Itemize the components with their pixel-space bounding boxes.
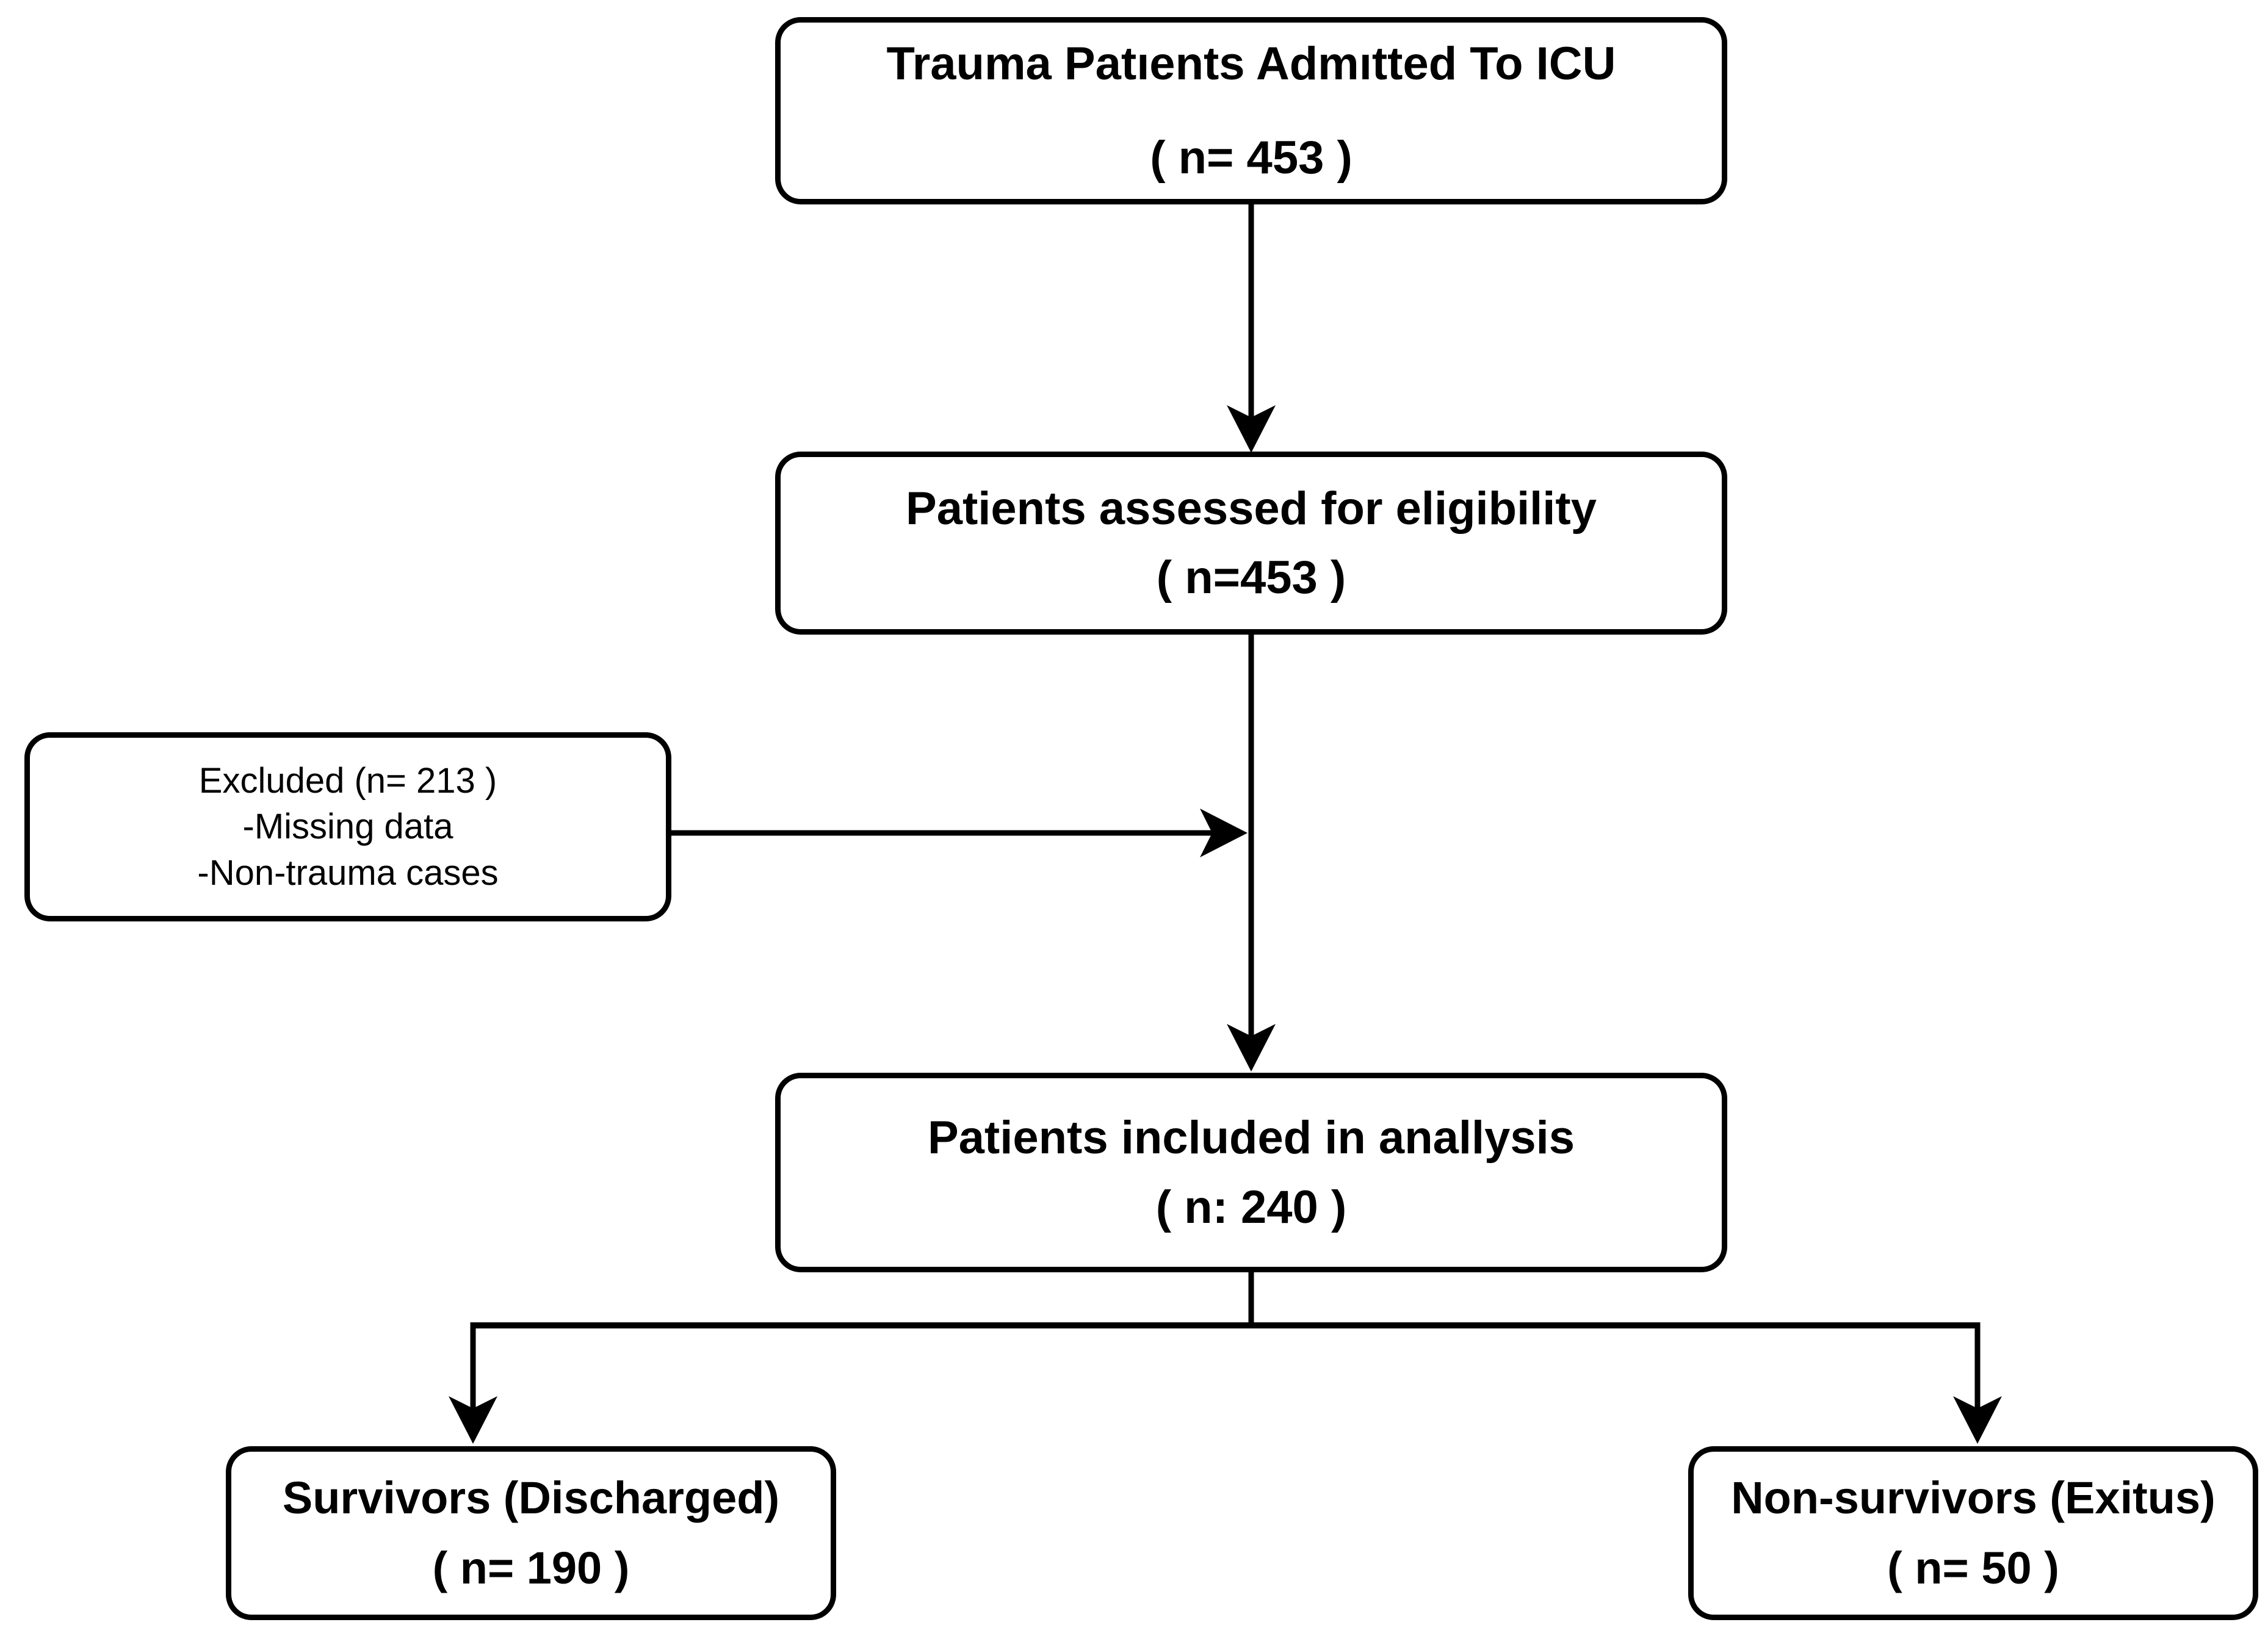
box-included-analysis: Patients included in anallysis ( n: 240 … [775,1073,1727,1272]
arrow-to-survivors [449,1322,497,1444]
box-assessed-eligibility-title: Patients assessed for eligibility [906,482,1597,535]
arrow-to-non-survivors [1953,1322,2002,1444]
box-survivors-count: ( n= 190 ) [432,1542,630,1593]
box-survivors-title: Survivors (Discharged) [282,1472,780,1523]
box-assessed-eligibility-count: ( n=453 ) [1156,552,1346,604]
box-included-analysis-title: Patients included in anallysis [927,1112,1575,1164]
box-excluded-item-missing-data: -Missing data [242,807,453,847]
box-excluded: Excluded (n= 213 ) -Missing data -Non-tr… [24,732,671,921]
box-excluded-item-non-trauma: -Non-trauma cases [197,852,499,893]
box-non-survivors-title: Non-survivors (Exitus) [1731,1472,2216,1523]
box-assessed-eligibility: Patients assessed for eligibility ( n=45… [775,452,1727,635]
box-included-analysis-count: ( n: 240 ) [1155,1181,1347,1233]
box-excluded-title: Excluded (n= 213 ) [198,760,497,801]
arrow-assessed-to-included [1227,635,1276,1072]
arrow-admitted-to-assessed [1227,204,1276,453]
box-trauma-admitted-title: Trauma Patıents Admıtted To ICU [886,38,1616,90]
box-non-survivors-count: ( n= 50 ) [1887,1542,2059,1593]
box-trauma-admitted-count: ( n= 453 ) [1150,131,1352,184]
box-survivors: Survivors (Discharged) ( n= 190 ) [226,1446,836,1620]
box-non-survivors: Non-survivors (Exitus) ( n= 50 ) [1688,1446,2258,1620]
box-trauma-admitted: Trauma Patıents Admıtted To ICU ( n= 453… [775,17,1727,204]
arrow-excluded-to-mainline [671,809,1248,857]
